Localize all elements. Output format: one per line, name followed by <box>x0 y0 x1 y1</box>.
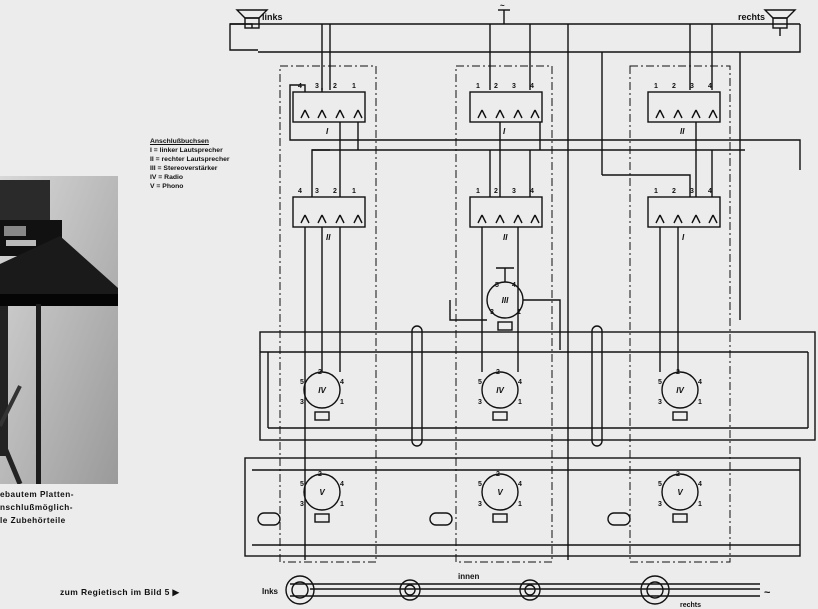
pin-label: 2 <box>676 471 680 478</box>
pin-label: 3 <box>300 501 304 508</box>
pin-label: 3 <box>690 83 694 90</box>
pin-label: 4 <box>708 188 712 195</box>
pin-label: 4 <box>340 481 344 488</box>
figure-reference-text: zum Regietisch im Bild 5 <box>60 587 170 597</box>
pin-label: 4 <box>708 83 712 90</box>
jack-label: II <box>680 127 685 136</box>
jack-label: I <box>326 127 329 136</box>
socket-label: IV <box>496 386 504 395</box>
pin-label: 1 <box>518 501 522 508</box>
pin-label: 2 <box>672 83 676 90</box>
cable-right-label: rechts <box>680 602 701 609</box>
pin-label: 4 <box>512 282 516 289</box>
pin-label: 4 <box>698 379 702 386</box>
pin-label: 2 <box>496 369 500 376</box>
pin-label: 5 <box>478 379 482 386</box>
legend-item: V = Phono <box>150 183 184 190</box>
pin-label: 5 <box>478 481 482 488</box>
pin-label: 2 <box>676 369 680 376</box>
jack-label: I <box>682 233 685 242</box>
pin-label: 4 <box>530 188 534 195</box>
legend: Anschlußbuchsen I = linker Lautsprecher … <box>150 137 230 191</box>
jack-label: II <box>326 233 331 242</box>
pin-label: 3 <box>658 501 662 508</box>
pin-label: 3 <box>315 83 319 90</box>
pin-label: 2 <box>333 188 337 195</box>
socket-label: IV <box>318 386 326 395</box>
pin-label: 5 <box>495 282 499 289</box>
pin-label: 1 <box>698 501 702 508</box>
pin-label: 4 <box>698 481 702 488</box>
socket-label: V <box>497 488 503 497</box>
pin-label: 3 <box>315 188 319 195</box>
pin-label: 5 <box>300 481 304 488</box>
pin-label: 4 <box>298 83 302 90</box>
pin-label: 1 <box>476 188 480 195</box>
pin-label: 1 <box>654 83 658 90</box>
pin-label: 3 <box>512 83 516 90</box>
speaker-left-label: links <box>262 12 283 22</box>
table-photo <box>0 176 118 484</box>
cable-tilde: ~ <box>764 587 771 599</box>
pin-label: 1 <box>698 399 702 406</box>
pin-label: 5 <box>658 481 662 488</box>
pin-label: 4 <box>518 379 522 386</box>
pin-label: 2 <box>318 369 322 376</box>
pin-label: 2 <box>333 83 337 90</box>
jack-label: I <box>503 127 506 136</box>
pin-label: 1 <box>352 83 356 90</box>
pin-label: 1 <box>340 501 344 508</box>
pin-label: 4 <box>298 188 302 195</box>
pin-label: 3 <box>478 399 482 406</box>
pin-label: 5 <box>300 379 304 386</box>
pin-label: 1 <box>476 83 480 90</box>
legend-item: IV = Radio <box>150 174 184 181</box>
pin-label: 2 <box>672 188 676 195</box>
legend-title: Anschlußbuchsen <box>150 138 209 145</box>
pin-label: 3 <box>300 399 304 406</box>
socket-label: III <box>502 296 509 305</box>
legend-item: I = linker Lautsprecher <box>150 147 223 154</box>
pin-label: 2 <box>494 83 498 90</box>
pin-label: 1 <box>517 309 521 316</box>
jack-label: II <box>503 233 508 242</box>
pin-label: 1 <box>340 399 344 406</box>
pin-label: 3 <box>512 188 516 195</box>
figure-reference: zum Regietisch im Bild 5 ▶ <box>60 587 179 598</box>
socket-label: V <box>677 488 683 497</box>
photo-caption-line-3: le Zubehörteile <box>0 516 66 525</box>
pin-label: 2 <box>494 188 498 195</box>
pin-label: 1 <box>518 399 522 406</box>
speaker-right-icon <box>763 9 797 29</box>
pin-label: 4 <box>340 379 344 386</box>
pin-label: 4 <box>530 83 534 90</box>
cable-inner-label: innen <box>458 572 479 581</box>
cable-left-label: Inks <box>262 587 279 596</box>
socket-label: IV <box>676 386 684 395</box>
photo-caption-line-1: ebautem Platten- <box>0 490 74 499</box>
pin-label: 5 <box>658 379 662 386</box>
photo-caption-line-2: nschlußmöglich- <box>0 503 73 512</box>
pin-label: 2 <box>318 471 322 478</box>
speaker-right-label: rechts <box>738 12 765 22</box>
pin-label: 3 <box>690 188 694 195</box>
legend-item: II = rechter Lautsprecher <box>150 156 230 163</box>
pin-label: 1 <box>654 188 658 195</box>
play-arrow-icon: ▶ <box>172 587 180 597</box>
pin-label: 1 <box>352 188 356 195</box>
pin-label: 3 <box>658 399 662 406</box>
socket-label: V <box>319 488 325 497</box>
pin-label: 3 <box>478 501 482 508</box>
legend-item: III = Stereoverstärker <box>150 165 218 172</box>
pin-label: 2 <box>496 471 500 478</box>
pin-label: 4 <box>518 481 522 488</box>
power-symbol: ~ <box>500 1 505 10</box>
pin-label: 3 <box>490 309 494 316</box>
